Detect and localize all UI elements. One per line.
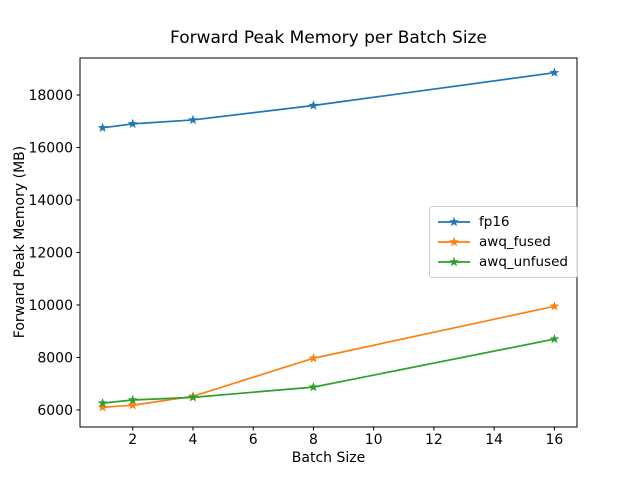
legend-item-awq_fused: awq_fused <box>437 232 568 252</box>
legend-marker-awq_fused <box>438 236 470 247</box>
marker-fp16-b16 <box>549 67 560 77</box>
y-tick-label: 6000 <box>37 403 73 419</box>
legend-item-awq_unfused: awq_unfused <box>437 252 568 272</box>
marker-awq_fused-b16 <box>549 301 560 311</box>
x-tick-label: 8 <box>309 432 318 448</box>
legend-label-awq_fused: awq_fused <box>479 234 551 250</box>
marker-awq_unfused-b8 <box>308 381 319 392</box>
chart-title: Forward Peak Memory per Batch Size <box>170 28 487 48</box>
legend-star-icon <box>449 216 459 227</box>
legend-marker-fp16 <box>438 216 470 227</box>
marker-awq_unfused-b2 <box>127 394 138 405</box>
x-tick-label: 12 <box>425 432 443 448</box>
y-tick-label: 18000 <box>28 88 73 104</box>
y-tick-label: 14000 <box>28 193 73 209</box>
x-tick-label: 10 <box>365 432 383 448</box>
series-line-awq_fused <box>101 305 556 409</box>
x-tick-label: 4 <box>188 432 197 448</box>
marker-fp16-b1 <box>97 122 108 133</box>
x-tick-label: 6 <box>249 432 258 448</box>
series-line-awq_unfused <box>101 338 556 404</box>
x-axis-label: Batch Size <box>291 450 366 466</box>
marker-awq_fused-b2 <box>127 400 138 410</box>
marker-awq_unfused-b1 <box>97 397 108 408</box>
legend-label-fp16: fp16 <box>479 214 510 230</box>
legend-star-icon <box>449 236 459 247</box>
legend-item-fp16: fp16 <box>437 212 568 232</box>
marker-awq_fused-b1 <box>97 402 108 412</box>
y-tick-label: 10000 <box>28 298 73 314</box>
legend-label-awq_unfused: awq_unfused <box>479 254 568 270</box>
legend-box: fp16 awq_fused awq_unfused <box>429 206 578 278</box>
legend-star-icon <box>449 256 459 267</box>
marker-awq_unfused-b16 <box>549 333 560 344</box>
marker-fp16-b4 <box>188 114 198 125</box>
y-tick-label: 8000 <box>37 350 73 366</box>
marker-fp16-b8 <box>308 100 319 110</box>
marker-fp16-b2 <box>127 118 138 129</box>
legend-marker-awq_unfused <box>438 256 470 267</box>
x-tick-label: 2 <box>128 432 137 448</box>
x-tick-label: 16 <box>545 432 563 448</box>
series-line-fp16 <box>101 71 556 129</box>
marker-awq_fused-b8 <box>308 353 319 363</box>
marker-awq_unfused-b4 <box>188 392 198 402</box>
y-tick-label: 16000 <box>28 140 73 156</box>
y-tick-label: 12000 <box>28 245 73 261</box>
y-axis-label: Forward Peak Memory (MB) <box>12 145 28 339</box>
x-tick-label: 14 <box>485 432 503 448</box>
